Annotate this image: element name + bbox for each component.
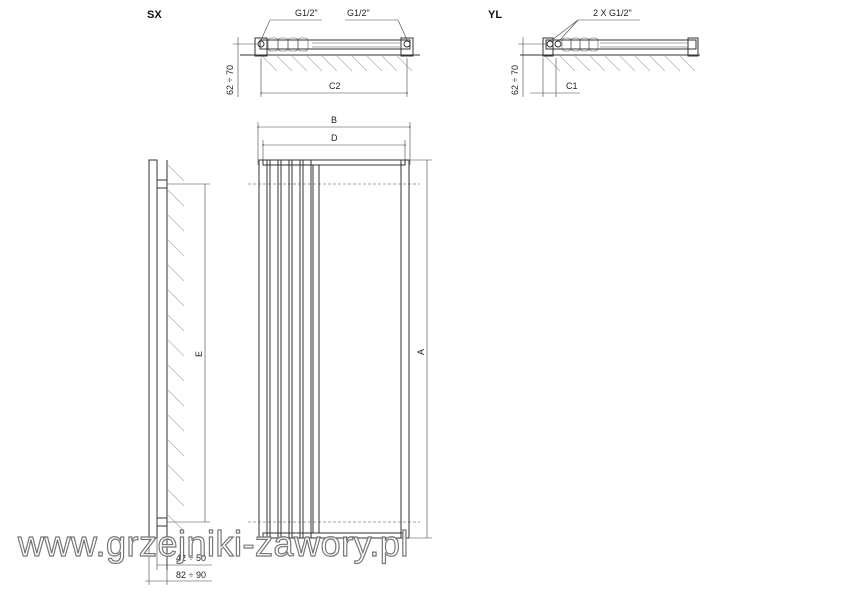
- side-view: E 42 ÷ 50 82 ÷ 90: [145, 159, 212, 585]
- side-wallgap-label: 42 ÷ 50: [176, 553, 206, 563]
- front-tube-1: [258, 159, 268, 539]
- sx-connection-left: [257, 40, 265, 48]
- sx-title: SX: [147, 9, 162, 21]
- sx-top-view: SX G1/2" G1/: [147, 8, 420, 97]
- sx-depth-label: 62 ÷ 70: [225, 65, 235, 95]
- front-top-header: [262, 159, 406, 166]
- yl-c1-label: C1: [566, 81, 578, 91]
- front-tube-6: [400, 159, 410, 539]
- side-bracket-top: [156, 179, 168, 189]
- yl-radiator-body: [545, 39, 697, 50]
- front-tube-4: [291, 159, 301, 539]
- sx-connection-right: [403, 40, 411, 48]
- front-tube-5: [302, 159, 312, 539]
- yl-title: YL: [488, 9, 502, 21]
- front-b-label: B: [331, 115, 337, 125]
- front-view: B D A: [248, 115, 432, 539]
- yl-depth-label: 62 ÷ 70: [510, 65, 520, 95]
- front-bottom-header: [262, 532, 406, 539]
- yl-connection-1: [546, 40, 554, 48]
- side-e-label: E: [194, 351, 204, 357]
- sx-conn-right-label: G1/2": [347, 8, 370, 18]
- yl-wall-hatch: [544, 55, 696, 72]
- sx-radiator-body: [259, 39, 411, 50]
- sx-bracket-right: [400, 37, 414, 57]
- sx-conn-left-label: G1/2": [295, 8, 318, 18]
- yl-tube-sections: [561, 37, 688, 52]
- front-tube-3: [280, 159, 290, 539]
- yl-conn-label: 2 X G1/2": [593, 8, 632, 18]
- side-depth-label: 82 ÷ 90: [176, 570, 206, 580]
- sx-tube-sections: [267, 37, 400, 52]
- sx-bracket-left: [254, 37, 268, 57]
- watermark-text: www.grzejniki-zawory.pl: [17, 523, 409, 564]
- front-tube-2: [269, 159, 279, 539]
- yl-connection-2: [554, 40, 562, 48]
- sx-wall-hatch: [261, 55, 413, 72]
- front-d-label: D: [331, 133, 338, 143]
- front-tubes: [258, 159, 410, 539]
- side-radiator-profile: [148, 159, 158, 539]
- yl-top-view: YL 2 X G1/2": [488, 8, 700, 97]
- yl-bracket-left: [542, 37, 554, 57]
- front-a-label: A: [416, 349, 426, 355]
- side-wall-hatch: [167, 164, 185, 532]
- sx-c2-label: C2: [329, 81, 341, 91]
